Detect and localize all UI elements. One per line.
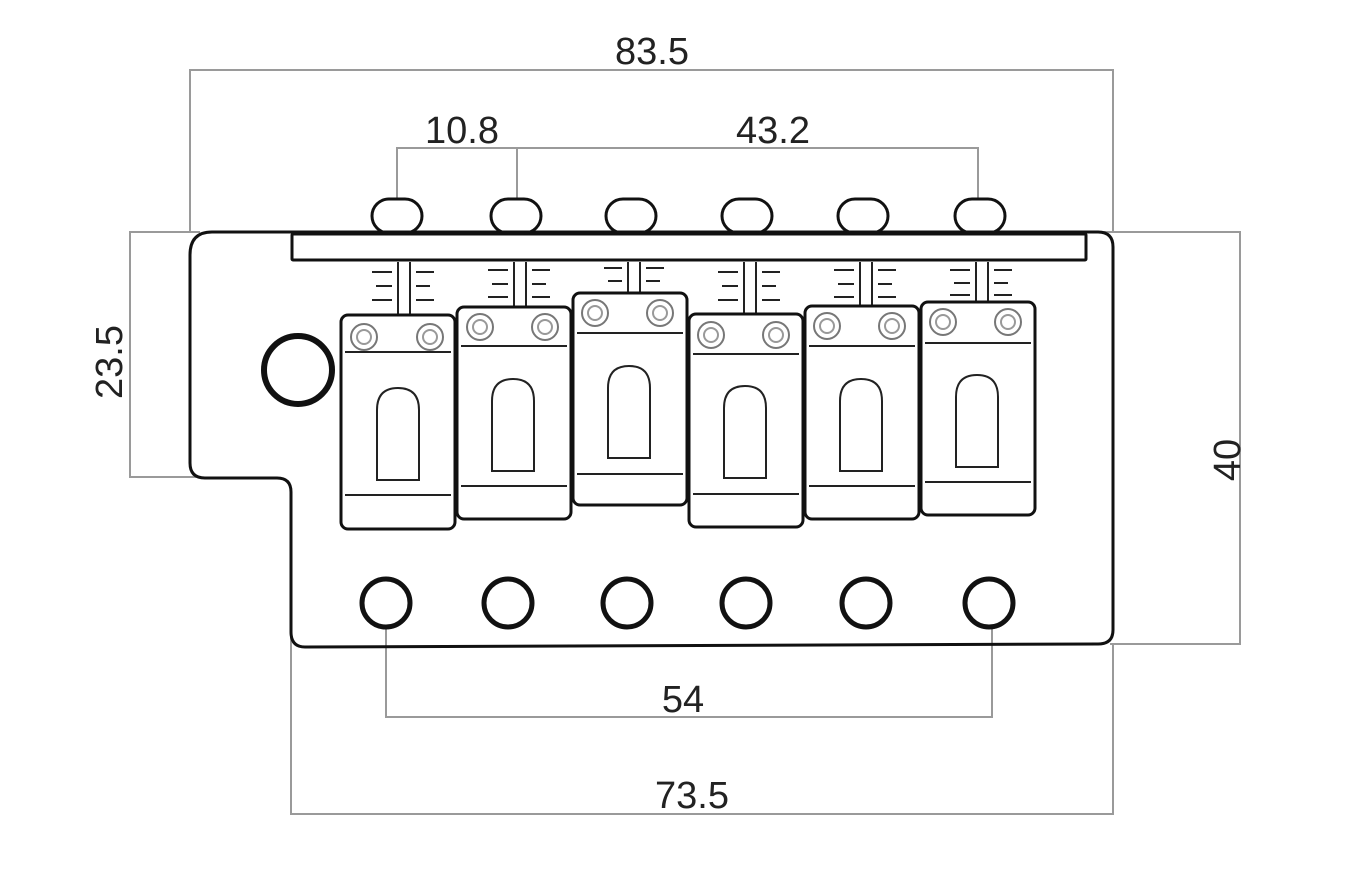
mounting-hole-icon bbox=[600, 576, 654, 630]
label-base-width: 73.5 bbox=[655, 775, 729, 817]
dim-line-outer-string-span bbox=[517, 147, 979, 200]
string-posts bbox=[370, 197, 1007, 235]
spring-icon bbox=[718, 262, 780, 314]
label-screw-span: 54 bbox=[662, 679, 704, 721]
mounting-hole-icon bbox=[962, 576, 1016, 630]
mounting-hole-icon bbox=[719, 576, 773, 630]
string-post bbox=[720, 197, 774, 235]
spring-icon bbox=[834, 262, 896, 306]
saddle bbox=[455, 305, 573, 521]
string-slot bbox=[839, 377, 883, 472]
saddle bbox=[339, 313, 457, 531]
string-post bbox=[604, 197, 658, 235]
saddle bbox=[571, 291, 689, 507]
tremolo-arm-hole-icon bbox=[261, 333, 335, 407]
string-post bbox=[836, 197, 890, 235]
string-slot bbox=[723, 384, 767, 479]
saddle bbox=[687, 312, 805, 529]
dim-line-overall-width bbox=[189, 69, 1114, 232]
string-slot bbox=[491, 377, 535, 472]
spring-icon bbox=[950, 262, 1012, 302]
string-post bbox=[489, 197, 543, 235]
saddle bbox=[919, 300, 1037, 517]
mounting-hole-icon bbox=[359, 576, 413, 630]
top-rail bbox=[290, 232, 1088, 262]
mounting-hole-icon bbox=[481, 576, 535, 630]
string-slot bbox=[955, 373, 999, 468]
mounting-hole-icon bbox=[839, 576, 893, 630]
dimension-labels: 83.5 10.8 43.2 23.5 40 54 73.5 bbox=[89, 31, 1249, 817]
dim-line-base-width bbox=[290, 632, 1114, 815]
string-post bbox=[953, 197, 1007, 235]
spring-icon bbox=[372, 262, 434, 314]
label-overall-width: 83.5 bbox=[615, 31, 689, 73]
label-string-spacing: 10.8 bbox=[425, 110, 499, 152]
label-mount-height: 23.5 bbox=[89, 325, 131, 399]
baseplate-outline bbox=[188, 230, 1115, 649]
label-outer-string-span: 43.2 bbox=[736, 110, 810, 152]
dim-line-mount-height bbox=[129, 231, 200, 478]
dim-line-screw-span bbox=[385, 604, 993, 718]
string-post bbox=[370, 197, 424, 235]
dim-line-string-spacing bbox=[396, 147, 518, 200]
label-total-height: 40 bbox=[1207, 439, 1249, 481]
saddles bbox=[339, 291, 1037, 531]
dim-line-total-height bbox=[1090, 231, 1241, 645]
intonation-springs bbox=[372, 262, 1012, 314]
dimension-lines bbox=[129, 69, 1241, 815]
spring-icon bbox=[604, 262, 664, 292]
string-slot bbox=[376, 386, 420, 481]
spring-icon bbox=[488, 262, 550, 306]
mounting-holes bbox=[359, 576, 1016, 630]
string-slot bbox=[607, 364, 651, 459]
saddle bbox=[803, 304, 921, 521]
